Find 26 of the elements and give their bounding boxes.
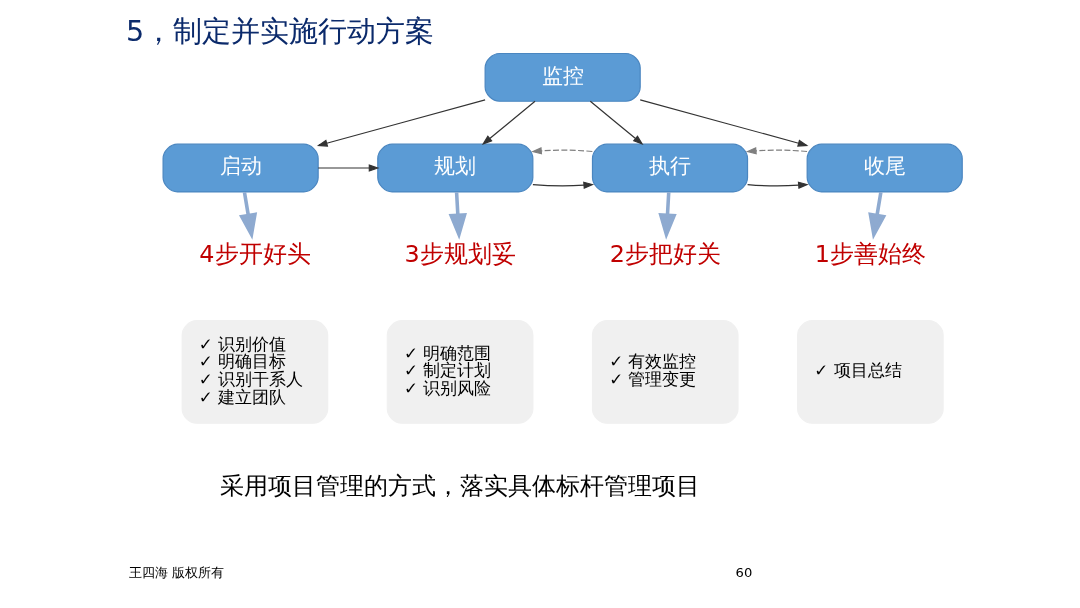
arrow — [658, 192, 677, 240]
node-text: 1步善始终 — [814, 240, 926, 269]
node-box: 启动 — [162, 143, 319, 193]
arrow — [745, 147, 808, 155]
label: 采用项目管理的方式，落实具体标杆管理项目 — [220, 471, 701, 500]
arrow — [868, 191, 887, 240]
node-text: 4步开好头 — [199, 240, 311, 269]
node-box: 监控 — [484, 52, 641, 102]
arrow — [317, 164, 380, 172]
label: 王四海 版权所有 — [128, 564, 224, 580]
label: 60 — [735, 564, 753, 580]
node-box: 收尾 — [806, 143, 963, 193]
node-text: 2步把好关 — [609, 240, 721, 269]
arrow — [639, 99, 809, 147]
arrow — [448, 192, 467, 240]
arrow — [532, 181, 595, 189]
node-box: 规划 — [377, 143, 534, 193]
node-text: 3步规划妥 — [404, 240, 516, 269]
arrow — [589, 100, 644, 146]
diagram-title: 5，制定并实施行动方案 — [125, 13, 435, 48]
arrow — [316, 99, 486, 147]
arrow — [481, 100, 536, 146]
arrow — [531, 147, 593, 155]
node-box: 执行 — [591, 143, 749, 193]
arrow — [747, 181, 809, 189]
arrow — [238, 191, 258, 240]
